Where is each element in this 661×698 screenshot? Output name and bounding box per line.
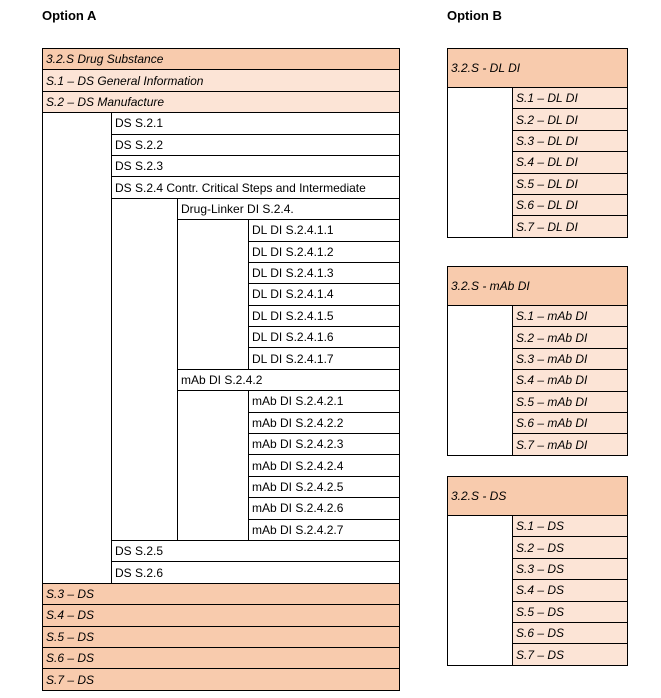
block-item-cell: S.5 – mAb DI — [513, 391, 627, 412]
tree-branch-cell: mAb DI S.2.4.2 — [178, 369, 399, 391]
block-item-cell: S.1 – DL DI — [513, 88, 627, 109]
indent-spacer-cell — [448, 306, 512, 455]
tree-leaf-cell: mAb DI S.2.4.2.3 — [249, 434, 399, 455]
tree-leaf-cell: mAb DI S.2.4.2.6 — [249, 498, 399, 519]
section-header-cell: S.5 – DS — [43, 626, 399, 647]
block-item-cell: S.2 – DS — [513, 537, 627, 558]
option-b-mab-di-table: 3.2.S - mAb DI S.1 – mAb DI S.2 – mAb DI… — [447, 266, 628, 456]
section-header-cell: S.4 – DS — [43, 605, 399, 626]
tree-leaf-cell: DL DI S.2.4.1.6 — [249, 327, 399, 348]
block-item-cell: S.7 – DS — [513, 644, 627, 665]
tree-leaf-cell: DL DI S.2.4.1.7 — [249, 348, 399, 369]
block-item-cell: S.2 – DL DI — [513, 109, 627, 130]
block-item-cell: S.3 – DL DI — [513, 130, 627, 152]
block-item-cell: S.5 – DS — [513, 601, 627, 622]
tree-item-cell: DS S.2.3 — [112, 155, 399, 177]
option-b-title: Option B — [447, 8, 502, 23]
indent-spacer-cell — [448, 88, 512, 237]
tree-leaf-cell: DL DI S.2.4.1.2 — [249, 241, 399, 262]
section-header-cell: S.3 – DS — [43, 583, 399, 605]
option-b-dl-di-table: 3.2.S - DL DI S.1 – DL DI S.2 – DL DI S.… — [447, 48, 628, 238]
tree-item-cell: DS S.2.1 — [112, 113, 399, 134]
tree-item-cell: DS S.2.2 — [112, 134, 399, 155]
section-header-cell: 3.2.S Drug Substance — [43, 49, 399, 70]
option-a-title: Option A — [42, 8, 97, 23]
section-header-cell: S.6 – DS — [43, 647, 399, 669]
tree-branch-cell: Drug-Linker DI S.2.4. — [178, 198, 399, 220]
block-item-cell: S.3 – DS — [513, 558, 627, 580]
subsection-cell: S.1 – DS General Information — [43, 70, 399, 91]
block-item-cell: S.2 – mAb DI — [513, 327, 627, 348]
block-header-cell: 3.2.S - DS — [448, 477, 627, 515]
tree-leaf-cell: mAb DI S.2.4.2.1 — [249, 391, 399, 412]
block-item-cell: S.1 – DS — [513, 516, 627, 537]
option-b-ds-table: 3.2.S - DS S.1 – DS S.2 – DS S.3 – DS S.… — [447, 476, 628, 666]
indent-spacer-cell — [112, 198, 177, 540]
block-item-cell: S.7 – DL DI — [513, 216, 627, 237]
block-item-cell: S.4 – DL DI — [513, 152, 627, 173]
block-item-cell: S.3 – mAb DI — [513, 348, 627, 370]
option-a-table: 3.2.S Drug Substance S.1 – DS General In… — [42, 48, 400, 691]
tree-item-cell: DS S.2.5 — [112, 540, 399, 562]
tree-leaf-cell: mAb DI S.2.4.2.2 — [249, 412, 399, 434]
block-item-cell: S.1 – mAb DI — [513, 306, 627, 327]
tree-item-cell: DS S.2.4 Contr. Critical Steps and Inter… — [112, 177, 399, 198]
block-item-cell: S.6 – mAb DI — [513, 412, 627, 434]
tree-leaf-cell: DL DI S.2.4.1.5 — [249, 305, 399, 327]
indent-spacer-cell — [43, 113, 111, 583]
block-item-cell: S.7 – mAb DI — [513, 434, 627, 455]
block-item-cell: S.6 – DL DI — [513, 194, 627, 216]
indent-spacer-cell — [178, 220, 248, 369]
subsection-cell: S.2 – DS Manufacture — [43, 91, 399, 113]
block-item-cell: S.6 – DS — [513, 622, 627, 644]
tree-leaf-cell: mAb DI S.2.4.2.4 — [249, 455, 399, 476]
indent-spacer-cell — [448, 516, 512, 665]
tree-leaf-cell: mAb DI S.2.4.2.7 — [249, 519, 399, 540]
indent-spacer-cell — [178, 391, 248, 540]
block-item-cell: S.4 – mAb DI — [513, 370, 627, 391]
block-item-cell: S.4 – DS — [513, 580, 627, 601]
block-item-cell: S.5 – DL DI — [513, 173, 627, 194]
block-header-cell: 3.2.S - DL DI — [448, 49, 627, 87]
tree-leaf-cell: DL DI S.2.4.1.1 — [249, 220, 399, 241]
tree-leaf-cell: mAb DI S.2.4.2.5 — [249, 476, 399, 498]
tree-leaf-cell: DL DI S.2.4.1.4 — [249, 284, 399, 305]
section-header-cell: S.7 – DS — [43, 669, 399, 690]
tree-item-cell: DS S.2.6 — [112, 562, 399, 583]
block-header-cell: 3.2.S - mAb DI — [448, 267, 627, 305]
tree-leaf-cell: DL DI S.2.4.1.3 — [249, 262, 399, 284]
